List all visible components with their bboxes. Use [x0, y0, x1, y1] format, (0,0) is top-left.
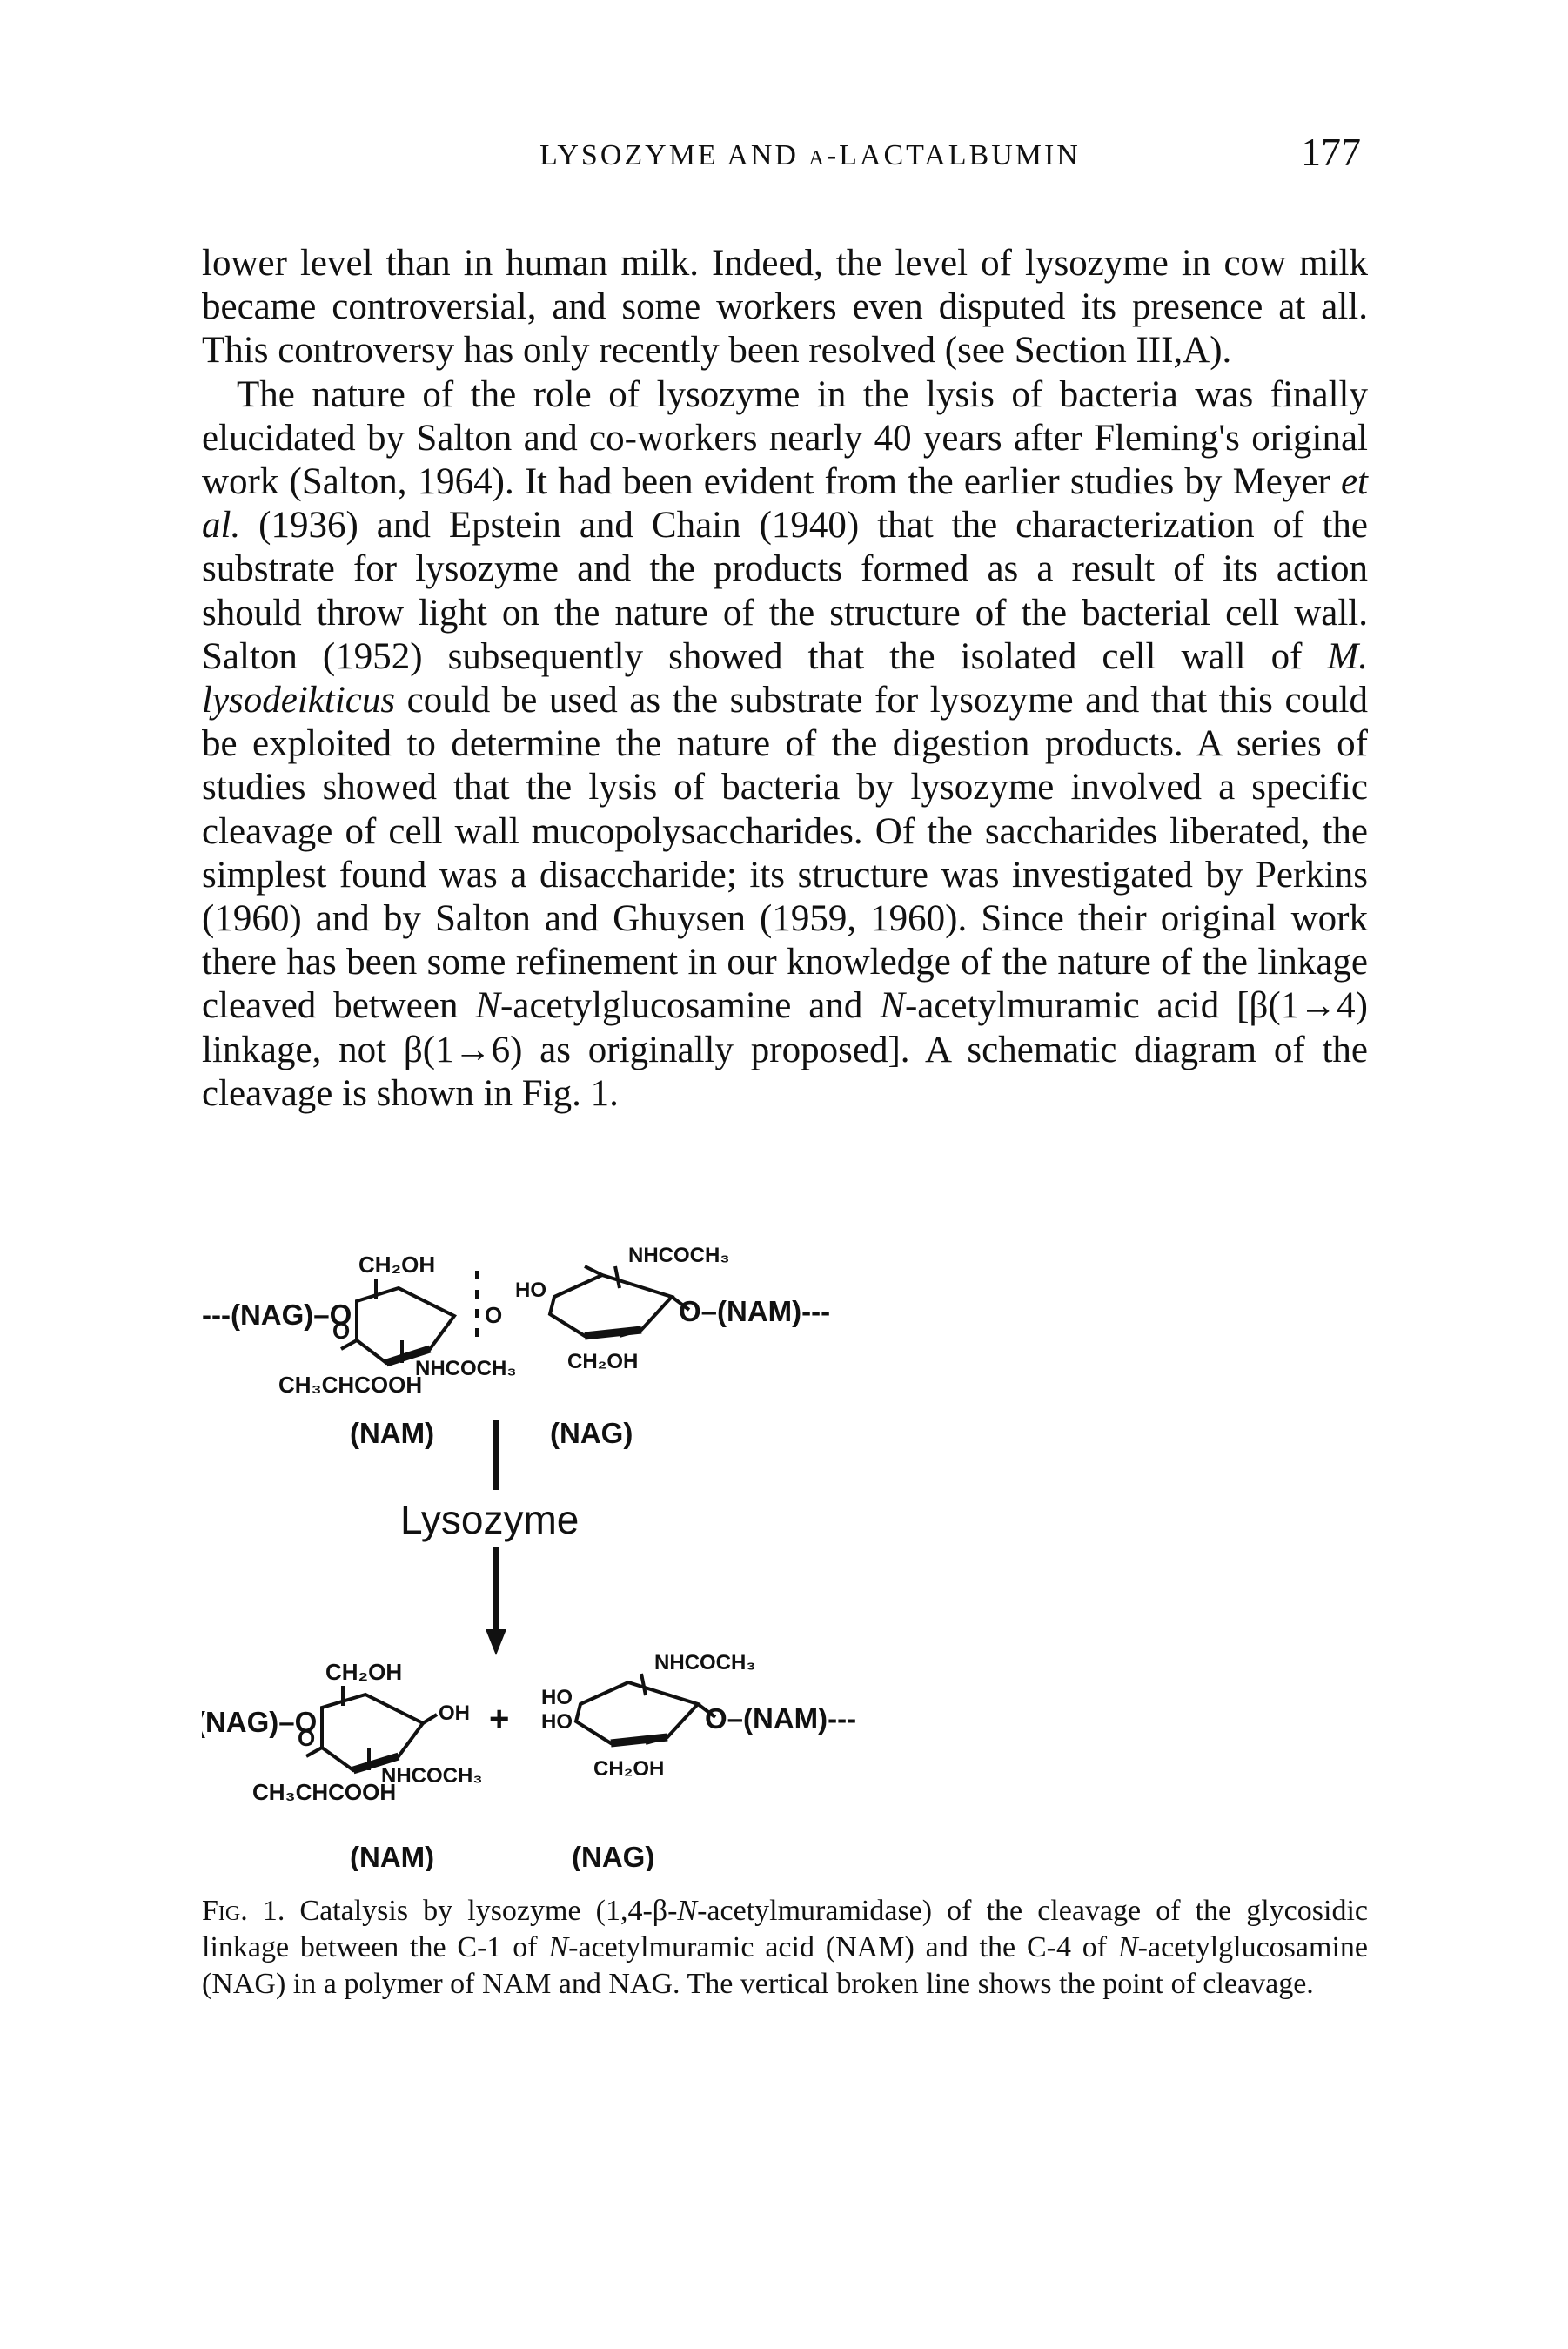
bottom-ring2-ch2oh: CH₂OH	[593, 1757, 664, 1781]
bottom-ring1-nhcoch3: NHCOCH₃	[381, 1764, 482, 1788]
paragraph-2: The nature of the role of lysozyme in th…	[202, 373, 1368, 1114]
caption-label: Fig. 1.	[202, 1895, 285, 1927]
top-label-nag: (NAG)	[550, 1417, 633, 1449]
bottom-ring2-ho-top: HO	[541, 1686, 573, 1709]
bottom-ring1-side-chain: CH₃CHCOOH	[252, 1779, 396, 1805]
top-ring1-o-lower: O	[332, 1318, 350, 1344]
top-ring2-ch2oh: CH₂OH	[567, 1350, 638, 1373]
top-ring1-ch2oh: CH₂OH	[358, 1252, 435, 1278]
page-number: 177	[1301, 130, 1361, 174]
body-text: lower level than in human milk. Indeed, …	[202, 242, 1368, 1116]
top-bridge-o: O	[485, 1302, 502, 1328]
cleavage-diagram: ---(NAG)–O CH₂OH O CH₃CHCOOH NHCOCH₃ O H…	[202, 1244, 856, 1871]
top-ring1-nhcoch3: NHCOCH₃	[415, 1357, 516, 1380]
top-ring1-side-chain: CH₃CHCOOH	[278, 1372, 422, 1398]
reaction-arrowhead	[486, 1629, 506, 1655]
bottom-nag-ring	[573, 1673, 717, 1748]
figure-1: ---(NAG)–O CH₂OH O CH₃CHCOOH NHCOCH₃ O H…	[202, 1227, 1368, 1871]
bottom-ring1-oh: OH	[439, 1701, 470, 1725]
bottom-label-nag: (NAG)	[572, 1841, 654, 1871]
running-head: LYSOZYME AND α-LACTALBUMIN	[539, 139, 1081, 171]
bottom-ring2-nhcoch3: NHCOCH₃	[654, 1651, 755, 1675]
top-nag-ring	[547, 1265, 691, 1340]
top-nam-ring	[340, 1279, 458, 1367]
bottom-label-nam: (NAM)	[350, 1841, 434, 1871]
figure-caption: Fig. 1. Catalysis by lysozyme (1,4-β-N-a…	[202, 1895, 1368, 2000]
top-ring2-nhcoch3: NHCOCH₃	[628, 1244, 729, 1267]
plus-sign: +	[489, 1700, 509, 1738]
bottom-ring2-ho-bottom: HO	[541, 1710, 573, 1734]
paragraph-1: lower level than in human milk. Indeed, …	[202, 243, 1368, 372]
top-ring2-ho: HO	[515, 1279, 546, 1302]
bottom-ring1-o-lower: O	[298, 1725, 315, 1751]
bottom-left-chain: ---(NAG)–O	[202, 1706, 317, 1738]
bottom-right-chain: O–(NAM)---	[705, 1702, 856, 1735]
enzyme-label: Lysozyme	[400, 1497, 579, 1542]
top-right-chain: O–(NAM)---	[679, 1295, 830, 1327]
bottom-ring1-ch2oh: CH₂OH	[325, 1659, 402, 1685]
top-label-nam: (NAM)	[350, 1417, 434, 1449]
bottom-nam-ring	[305, 1686, 439, 1775]
top-left-chain: ---(NAG)–O	[202, 1299, 352, 1331]
